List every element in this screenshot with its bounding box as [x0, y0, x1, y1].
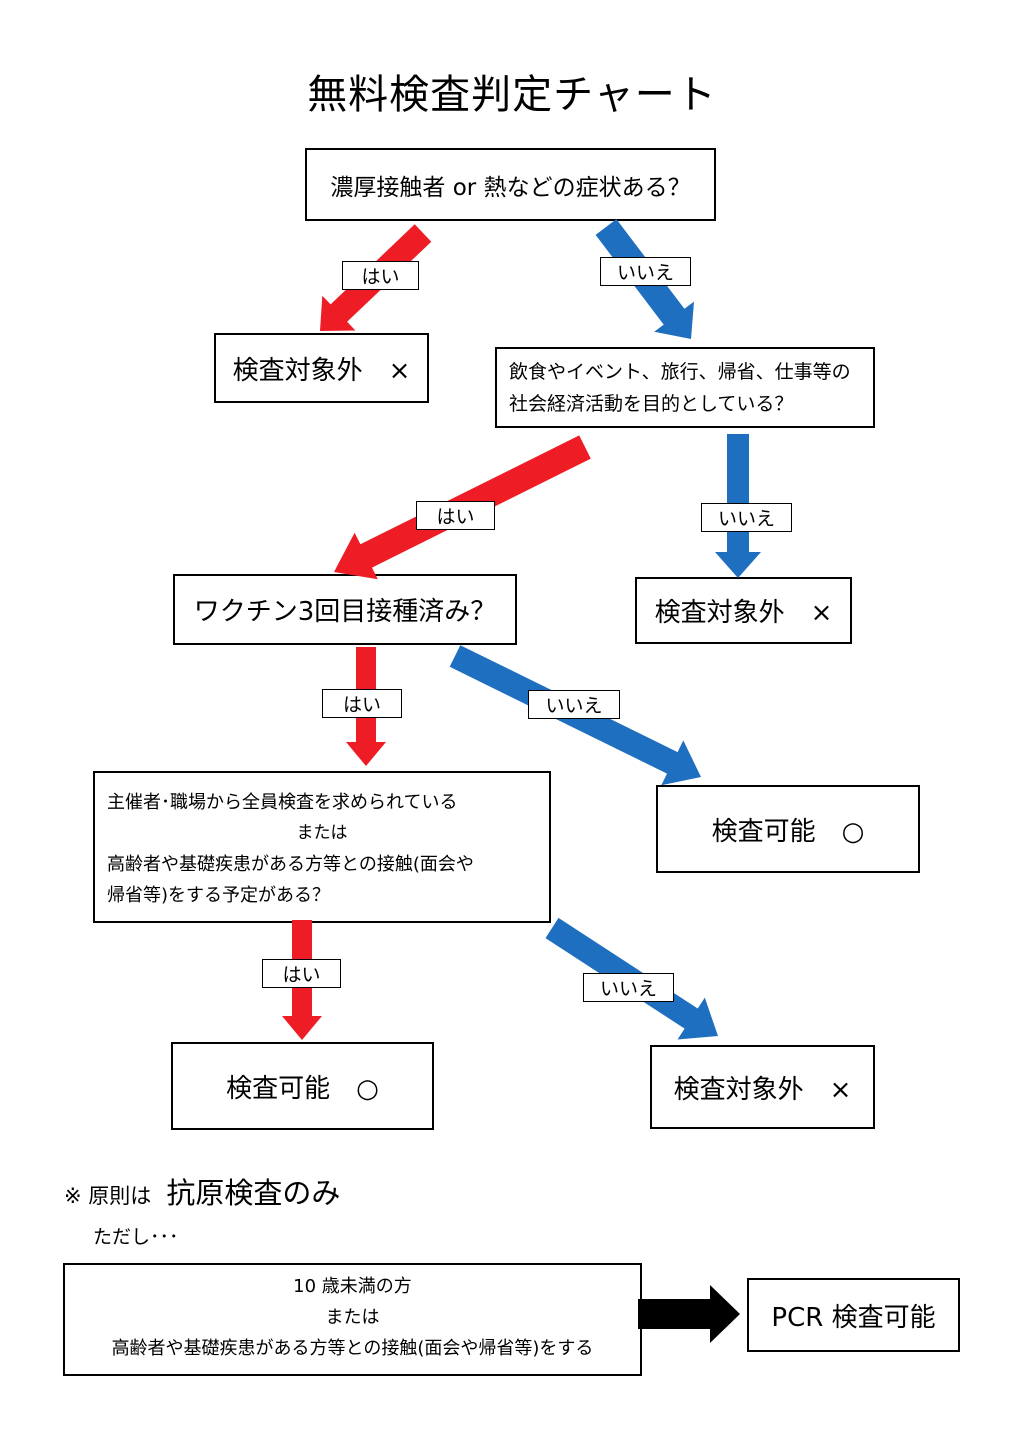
note-prefix: ※ 原則は [64, 1184, 152, 1208]
q4-yes-result-box: 検査可能 ○ [171, 1042, 434, 1130]
question-3-text: ワクチン3回目接種済み？ [193, 597, 497, 627]
q4-no-result-text: 検査対象外 × [673, 1074, 852, 1105]
question-4-line-1: 主催者･職場から全員検査を求められている [107, 792, 458, 813]
pcr-arrow [638, 1285, 740, 1343]
q2-yes-label: はい [416, 501, 495, 530]
q3-no-result-box: 検査可能 ○ [656, 785, 920, 873]
question-2-line-2: 社会経済活動を目的としている？ [509, 392, 794, 415]
pcr-condition-box: 10 歳未満の方 または 高齢者や基礎疾患がある方等との接触(面会や帰省等)をす… [63, 1263, 642, 1376]
q3-no-result-text: 検査可能 ○ [711, 816, 865, 847]
pcr-result-text: PCR 検査可能 [771, 1302, 936, 1333]
note-however: ただし･･･ [93, 1226, 179, 1248]
q3-no-label: いいえ [528, 690, 620, 719]
q3-yes-label: はい [322, 689, 402, 718]
question-1-text: 濃厚接触者 or 熱などの症状ある？ [330, 174, 691, 201]
q2-no-label: いいえ [701, 503, 792, 532]
question-4-line-3: 高齢者や基礎疾患がある方等との接触(面会や [107, 854, 474, 875]
q4-yes-result-text: 検査可能 ○ [226, 1073, 379, 1104]
pcr-condition-line-1: 10 歳未満の方 [293, 1276, 412, 1297]
question-1-box: 濃厚接触者 or 熱などの症状ある？ [305, 148, 716, 221]
question-2-line-1: 飲食やイベント、旅行、帰省、仕事等の [509, 360, 851, 383]
question-2-box: 飲食やイベント、旅行、帰省、仕事等の 社会経済活動を目的としている？ [495, 347, 875, 428]
page-title: 無料検査判定チャート [307, 72, 717, 118]
question-4-box: 主催者･職場から全員検査を求められている または 高齢者や基礎疾患がある方等との… [93, 771, 551, 923]
question-4-line-2: または [296, 823, 348, 843]
q1-yes-result-box: 検査対象外 × [214, 333, 429, 403]
q1-yes-label: はい [342, 261, 419, 290]
q4-no-result-box: 検査対象外 × [650, 1045, 875, 1129]
q1-yes-result-text: 検査対象外 × [232, 355, 411, 386]
note-emphasis: 抗原検査のみ [166, 1176, 341, 1210]
pcr-result-box: PCR 検査可能 [747, 1278, 960, 1352]
question-3-box: ワクチン3回目接種済み？ [173, 574, 517, 645]
question-4-line-4: 帰省等)をする予定がある？ [107, 885, 331, 906]
q1-no-label: いいえ [600, 257, 691, 286]
q4-yes-label: はい [262, 959, 341, 988]
note-line: ※ 原則は 抗原検査のみ [64, 1170, 340, 1212]
q2-no-result-text: 検査対象外 × [654, 598, 833, 628]
q2-no-result-box: 検査対象外 × [635, 577, 852, 644]
q4-no-label: いいえ [583, 973, 674, 1002]
pcr-condition-line-2: または [325, 1307, 380, 1328]
pcr-condition-line-3: 高齢者や基礎疾患がある方等との接触(面会や帰省等)をする [111, 1338, 594, 1359]
